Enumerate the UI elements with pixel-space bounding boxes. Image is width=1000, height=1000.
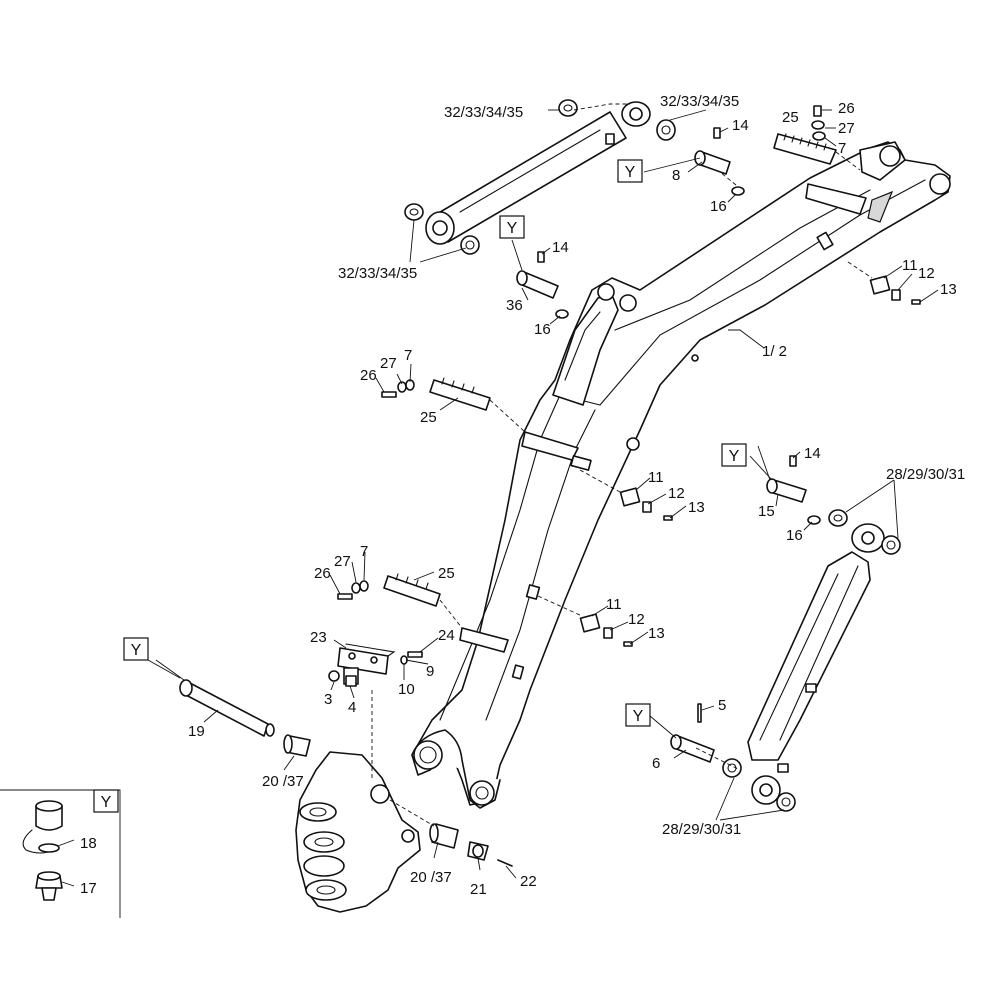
pin-19 [179, 679, 275, 737]
clamp-25-left [381, 377, 491, 411]
callout-label: 23 [310, 629, 327, 646]
clamp-25-top [773, 105, 837, 165]
boom-cylinder-top [425, 101, 651, 245]
callout-label: 26 [360, 367, 377, 384]
callout-label: 25 [438, 565, 455, 582]
callout-label: 28/29/30/31 [886, 466, 965, 483]
washers-32-35 [404, 99, 676, 255]
callout-label: 7 [838, 140, 846, 157]
callout-label: 25 [782, 109, 799, 126]
callout-label: 27 [380, 355, 397, 372]
y-box-4: Y [123, 637, 149, 661]
callout-label: 14 [732, 117, 749, 134]
bushing-20-37-a [283, 734, 311, 757]
callout-label: 13 [688, 499, 705, 516]
boom-assembly [411, 141, 951, 809]
callout-label: 9 [426, 663, 434, 680]
callout-label: 10 [398, 681, 415, 698]
assembly-dashed-lines [371, 103, 873, 827]
callout-label: 26 [838, 100, 855, 117]
y-box-3: Y [721, 443, 747, 467]
callout-label: 14 [804, 445, 821, 462]
callout-label: 20 /37 [262, 773, 304, 790]
y-box-label: Y [131, 642, 142, 659]
y-box-label: Y [729, 448, 740, 465]
callout-label: 16 [534, 321, 551, 338]
callout-label: 13 [940, 281, 957, 298]
boom-cylinder-right [747, 523, 885, 805]
callout-label: 28/29/30/31 [662, 821, 741, 838]
callout-label: 27 [838, 120, 855, 137]
callout-label: 32/33/34/35 [660, 93, 739, 110]
base-bracket [295, 751, 421, 913]
y-box-label: Y [625, 164, 636, 181]
bushing-20-37-b [429, 823, 513, 867]
callout-label: 1/ 2 [762, 343, 787, 360]
inset-grease-fitting [0, 789, 121, 918]
callout-label: 22 [520, 873, 537, 890]
callout-label: 12 [628, 611, 645, 628]
y-box-label: Y [101, 794, 112, 811]
callout-label: 36 [506, 297, 523, 314]
callout-label: 4 [348, 699, 356, 716]
callout-label: 14 [552, 239, 569, 256]
y-box-5: Y [625, 703, 651, 727]
callout-label: 12 [918, 265, 935, 282]
callout-label: 32/33/34/35 [338, 265, 417, 282]
callout-label: 18 [80, 835, 97, 852]
callout-label: 15 [758, 503, 775, 520]
y-box-1: Y [617, 159, 643, 183]
clamp-25-low [337, 573, 441, 607]
callout-label: 11 [902, 257, 918, 274]
block-23 [328, 643, 423, 687]
callout-label: 19 [188, 723, 205, 740]
callout-label: 8 [672, 167, 680, 184]
hardware-11-13-low [579, 613, 633, 647]
hardware-11-13-mid [619, 487, 673, 521]
callout-label: 27 [334, 553, 351, 570]
callout-labels: 32/33/34/35 32/33/34/35 32/33/34/35 26 2… [80, 93, 965, 898]
boom-body [411, 141, 951, 806]
callout-label: 11 [606, 596, 622, 613]
y-box-2: Y [499, 215, 525, 239]
callout-label: 3 [324, 691, 332, 708]
y-box-6: Y [93, 789, 119, 813]
callout-label: 6 [652, 755, 660, 772]
callout-label: 7 [360, 543, 368, 560]
pin-36 [516, 251, 569, 319]
callout-label: 26 [314, 565, 331, 582]
pin-8 [694, 127, 745, 196]
callout-label: 25 [420, 409, 437, 426]
hardware-11-13-top [869, 275, 921, 305]
leader-lines [57, 109, 939, 887]
callout-label: 7 [404, 347, 412, 364]
y-box-label: Y [507, 220, 518, 237]
callout-label: 16 [710, 198, 727, 215]
callout-label: 21 [470, 881, 487, 898]
pin-6 [670, 703, 715, 763]
pin-15 [766, 455, 821, 525]
callout-label: 24 [438, 627, 455, 644]
callout-label: 13 [648, 625, 665, 642]
callout-label: 12 [668, 485, 685, 502]
y-box-label: Y [633, 708, 644, 725]
callout-label: 16 [786, 527, 803, 544]
callout-label: 32/33/34/35 [444, 104, 523, 121]
callout-label: 11 [648, 469, 664, 486]
callout-label: 17 [80, 880, 97, 897]
callout-label: 20 /37 [410, 869, 452, 886]
callout-label: 5 [718, 697, 726, 714]
